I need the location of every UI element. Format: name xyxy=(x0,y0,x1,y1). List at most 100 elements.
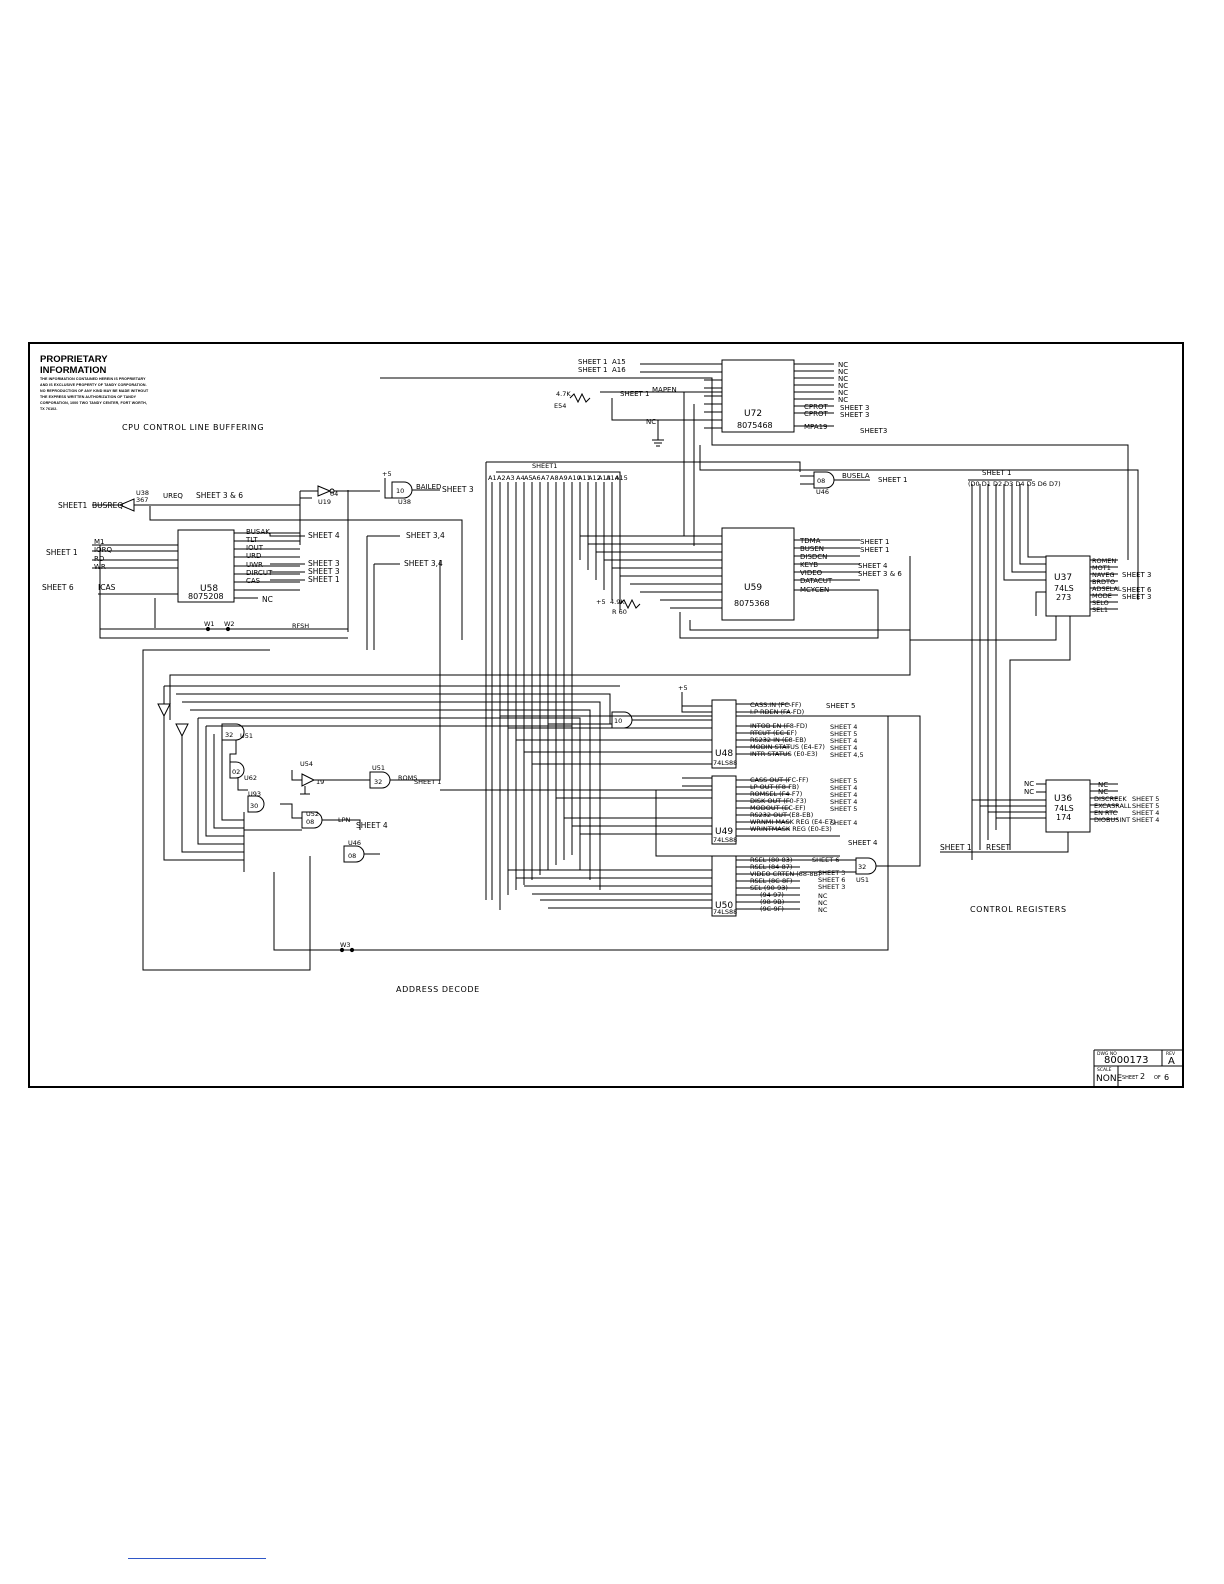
u49-out-4: MODOUT (EC-EF) xyxy=(750,804,806,812)
u59-chip-body xyxy=(721,527,795,621)
u37-out-0: ROMEN xyxy=(1092,557,1116,565)
u49-out-0: CASS OUT (FC-FF) xyxy=(750,776,808,784)
u72-out-3: NC xyxy=(838,382,848,390)
plus5-b: +5 xyxy=(596,598,606,606)
u51-gate-right xyxy=(855,857,877,875)
bailed-sheet3: SHEET 3 xyxy=(442,485,474,494)
u62-ref: U62 xyxy=(244,774,257,782)
decode-inputs xyxy=(243,803,302,872)
u58-sheet-5: SHEET 1 xyxy=(308,575,340,584)
addr-a2: A2 xyxy=(497,474,506,482)
bailed-label: BAILED xyxy=(416,483,441,491)
w2-label: W2 xyxy=(224,620,235,628)
u72-sheet-1: SHEET 3 xyxy=(840,411,870,419)
dwg-no-label: DWG NO xyxy=(1097,1051,1117,1057)
u50-sheet-1: SHEET 3 xyxy=(818,869,845,877)
u50-sheet-0: SHEET 6 xyxy=(812,856,839,864)
u37-sheet-1: SHEET 6 xyxy=(1122,586,1152,594)
u49-out-2: ROMSEL (F4-F7) xyxy=(750,790,802,798)
u36-part2: 174 xyxy=(1056,813,1071,822)
u59-out-3: KEYB xyxy=(800,561,818,569)
of-label: OF xyxy=(1154,1075,1161,1081)
plus5-a: +5 xyxy=(382,470,392,478)
sheet-number: 2 xyxy=(1140,1072,1145,1081)
title-block-frame xyxy=(1093,1049,1184,1088)
u36-input-wires xyxy=(972,783,1046,819)
u53-gate xyxy=(611,711,633,729)
u58-sheet-0: SHEET 4 xyxy=(308,531,340,540)
r47k-label: 4.7K xyxy=(556,390,571,398)
u59-out-0: TDMA xyxy=(799,537,821,545)
u52-gate xyxy=(301,811,323,829)
u72-out-7: CPROT xyxy=(804,410,828,418)
u50-input-wires xyxy=(508,869,712,909)
section-address-label: ADDRESS DECODE xyxy=(396,985,480,994)
u58-out-2: IOUT xyxy=(246,544,264,552)
u58-sheet-4: SHEET 3 xyxy=(308,567,340,576)
r54-resistor xyxy=(569,392,591,404)
u72-long-wires xyxy=(699,432,1139,600)
u59-part: 8075368 xyxy=(734,599,770,608)
u37-bus: (D0 D1 D2 D3 D4 D5 D6 D7) xyxy=(968,480,1061,488)
addr-a5: A5 xyxy=(524,474,533,482)
rev-label: REV xyxy=(1166,1051,1176,1057)
u54-inverter xyxy=(301,773,316,787)
sheet34-label-b: SHEET 3,4 xyxy=(404,559,443,568)
u48-out-7: INTR STATUS (E0-E3) xyxy=(750,750,818,758)
sheet1-label-a: SHEET 1 xyxy=(46,548,78,557)
busela-sheet1: SHEET 1 xyxy=(878,476,908,484)
u48-out-4: RTCUT (EC-EF) xyxy=(750,729,797,737)
u37-out-1: MOT1 xyxy=(1092,564,1111,572)
u72-part: 8075468 xyxy=(737,421,773,430)
u72-sheet1-c: SHEET 1 xyxy=(620,390,650,398)
u49-sheet-2: SHEET 4 xyxy=(830,791,857,799)
u93-ref: U93 xyxy=(248,790,261,798)
u36-sheet-1: SHEET 5 xyxy=(1132,802,1159,810)
plus5-c: +5 xyxy=(678,684,688,692)
u72-sheet1-a: SHEET 1 xyxy=(578,358,608,366)
addr-a4: A4 xyxy=(516,474,525,482)
w1-label: W1 xyxy=(204,620,215,628)
roms-sheet1: SHEET 1 xyxy=(414,778,441,786)
addr-a6: A6 xyxy=(532,474,541,482)
u19-ref: U19 xyxy=(318,498,331,506)
u38a-part: 367 xyxy=(136,496,148,504)
u49-out-6: WRNMI MASK REG (E4-E7) xyxy=(750,818,836,826)
u37-out-6: SELO xyxy=(1092,599,1109,607)
rev: A xyxy=(1168,1056,1175,1067)
icas-label: ICAS xyxy=(98,583,116,592)
u37-output-wires xyxy=(1090,559,1118,610)
u52-ref: U52 xyxy=(306,810,319,818)
addr-a8: A8 xyxy=(550,474,559,482)
u72-sheet-2: SHEET3 xyxy=(860,427,887,435)
u59-to-decode xyxy=(169,556,911,720)
u59-out-2: DISDCN xyxy=(800,553,827,561)
u36-sheet-0: SHEET 5 xyxy=(1132,795,1159,803)
u49-chip-body xyxy=(711,775,737,845)
sheet36-label: SHEET 3 & 6 xyxy=(196,491,243,500)
lpn-sheet4: SHEET 4 xyxy=(356,821,388,830)
u37-part2: 273 xyxy=(1056,593,1071,602)
u58-out-3: URD xyxy=(246,552,261,560)
roms-wire xyxy=(390,560,441,781)
reset-sheet1: SHEET 1 xyxy=(940,843,972,852)
u36-out-5: DIOBUSINT xyxy=(1094,816,1130,824)
rfsh-label: RFSH xyxy=(292,622,309,630)
addr-a3: A3 xyxy=(506,474,515,482)
proprietary-title: PROPRIETARY INFORMATION xyxy=(40,354,108,376)
u49-sheet-0: SHEET 5 xyxy=(830,777,857,785)
u59-ref: U59 xyxy=(744,583,762,593)
gate-chain xyxy=(229,740,248,791)
u58-ref: U58 xyxy=(200,584,218,594)
u51b-part: 32 xyxy=(374,778,382,786)
u46b-ref: U46 xyxy=(348,839,361,847)
u54-ref: U54 xyxy=(300,760,313,768)
sheet34-wires xyxy=(366,535,400,650)
u49-out-7: WRINTMASK REG (E0-E3) xyxy=(750,825,832,833)
u50-out-2: VIDEO CRTEN (88-8B) xyxy=(750,870,821,878)
u48-sheet-0: SHEET 5 xyxy=(826,702,856,710)
u51-right-wires xyxy=(736,715,921,873)
u48-chip-body xyxy=(711,699,737,769)
u59-sheet-4: SHEET 3 & 6 xyxy=(858,570,902,578)
u36-out-3: EXCASRALL xyxy=(1094,802,1132,810)
